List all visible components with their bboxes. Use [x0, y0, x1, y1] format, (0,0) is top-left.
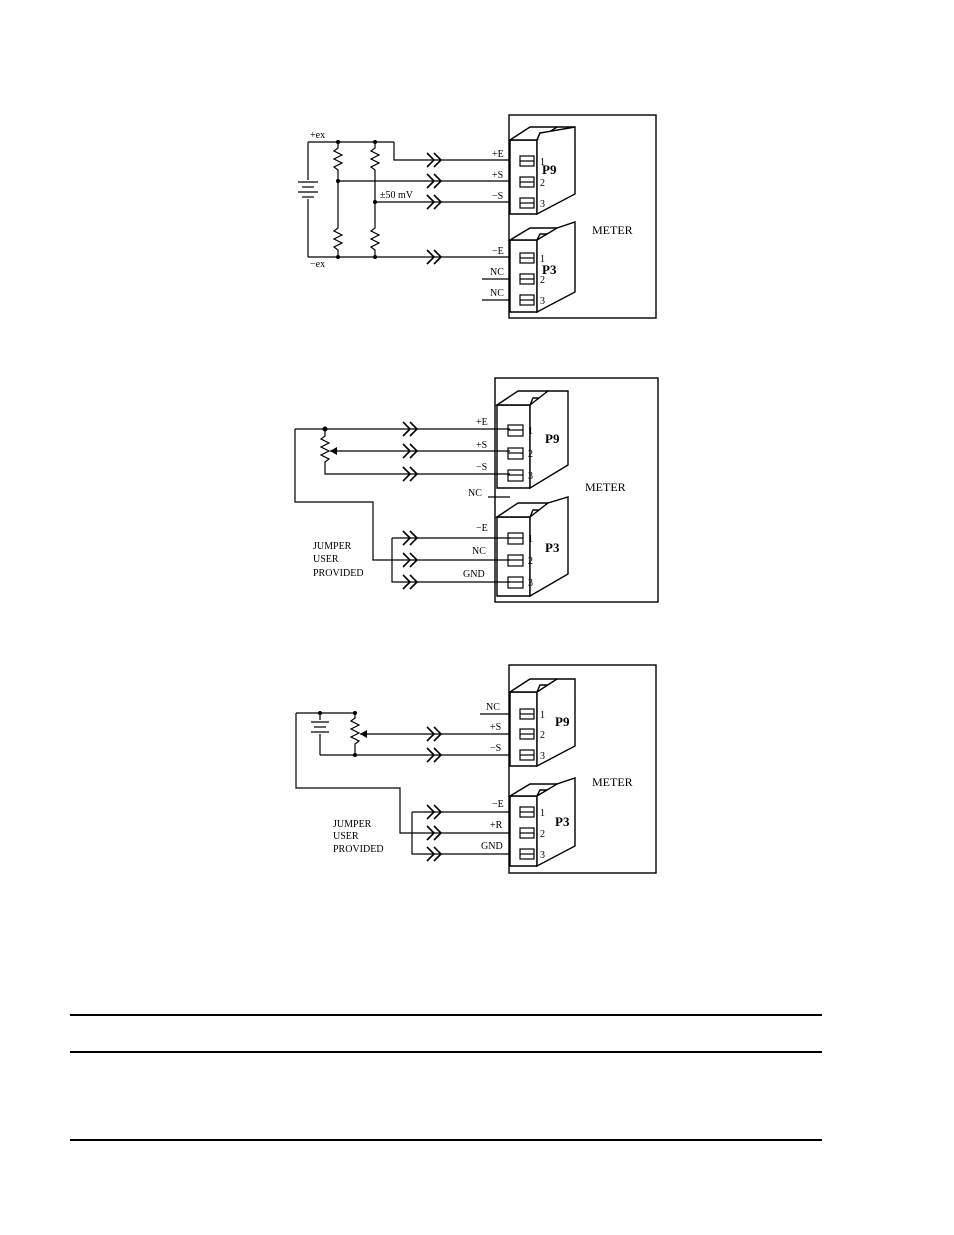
sig2-nc-between: NC	[468, 488, 482, 499]
divider-middle	[70, 1051, 822, 1053]
plus-ex-label: +ex	[310, 130, 325, 141]
sig3-nc: NC	[486, 702, 500, 713]
signal-plus-e: +E	[492, 149, 504, 160]
jumper-3-line-2: USER	[333, 831, 359, 842]
sig3-minus-e: −E	[492, 799, 504, 810]
sig3-gnd: GND	[481, 841, 503, 852]
sig2-gnd: GND	[463, 569, 485, 580]
p9-2-pin-3: 3	[528, 471, 533, 482]
p9-3-pin-1: 1	[540, 710, 545, 721]
minus-ex-label: −ex	[310, 259, 325, 270]
sig2-nc: NC	[472, 546, 486, 557]
signal-minus-s: −S	[492, 191, 503, 202]
meter-label: METER	[592, 223, 633, 237]
signal-nc-2: NC	[490, 288, 504, 299]
mv-label: ±50 mV	[380, 190, 414, 201]
p9-pin-3: 3	[540, 199, 545, 210]
sig2-plus-e: +E	[476, 417, 488, 428]
divider-top	[70, 1014, 822, 1016]
p3-2-pin-2: 2	[528, 556, 533, 567]
jumper-2-line-1: JUMPER	[313, 541, 352, 552]
p3-2-pin-1: 1	[528, 534, 533, 545]
sig3-plus-s: +S	[490, 722, 501, 733]
p9-pin-2: 2	[540, 178, 545, 189]
p9-2-pin-2: 2	[528, 449, 533, 460]
p3-2-pin-3: 3	[528, 578, 533, 589]
p9-3-pin-3: 3	[540, 751, 545, 762]
bridge-circuit	[298, 140, 510, 300]
p9-label-2: P9	[545, 431, 560, 446]
p3-pin-3: 3	[540, 296, 545, 307]
p3-3-pin-2: 2	[540, 829, 545, 840]
pot-circuit-3	[296, 711, 510, 861]
sig2-minus-s: −S	[476, 462, 487, 473]
sig3-plus-r: +R	[490, 820, 503, 831]
sig2-minus-e: −E	[476, 523, 488, 534]
p3-pin-1: 1	[540, 254, 545, 265]
p3-3-pin-3: 3	[540, 850, 545, 861]
jumper-3-line-1: JUMPER	[333, 819, 372, 830]
p9-2-pin-1: 1	[528, 426, 533, 437]
meter-label-2: METER	[585, 480, 626, 494]
p3-pin-2: 2	[540, 275, 545, 286]
jumper-3-line-3: PROVIDED	[333, 844, 384, 855]
p9-pin-1: 1	[540, 157, 545, 168]
p3-label-2: P3	[545, 540, 560, 555]
jumper-2-line-2: USER	[313, 554, 339, 565]
signal-nc-1: NC	[490, 267, 504, 278]
p9-3-pin-2: 2	[540, 730, 545, 741]
p3-3-pin-1: 1	[540, 808, 545, 819]
signal-minus-e: −E	[492, 246, 504, 257]
signal-plus-s: +S	[492, 170, 503, 181]
sig2-plus-s: +S	[476, 440, 487, 451]
meter-label-3: METER	[592, 775, 633, 789]
jumper-2-line-3: PROVIDED	[313, 568, 364, 579]
p9-label-3: P9	[555, 714, 570, 729]
p3-label-3: P3	[555, 814, 570, 829]
sig3-minus-s: −S	[490, 743, 501, 754]
divider-bottom	[70, 1139, 822, 1141]
